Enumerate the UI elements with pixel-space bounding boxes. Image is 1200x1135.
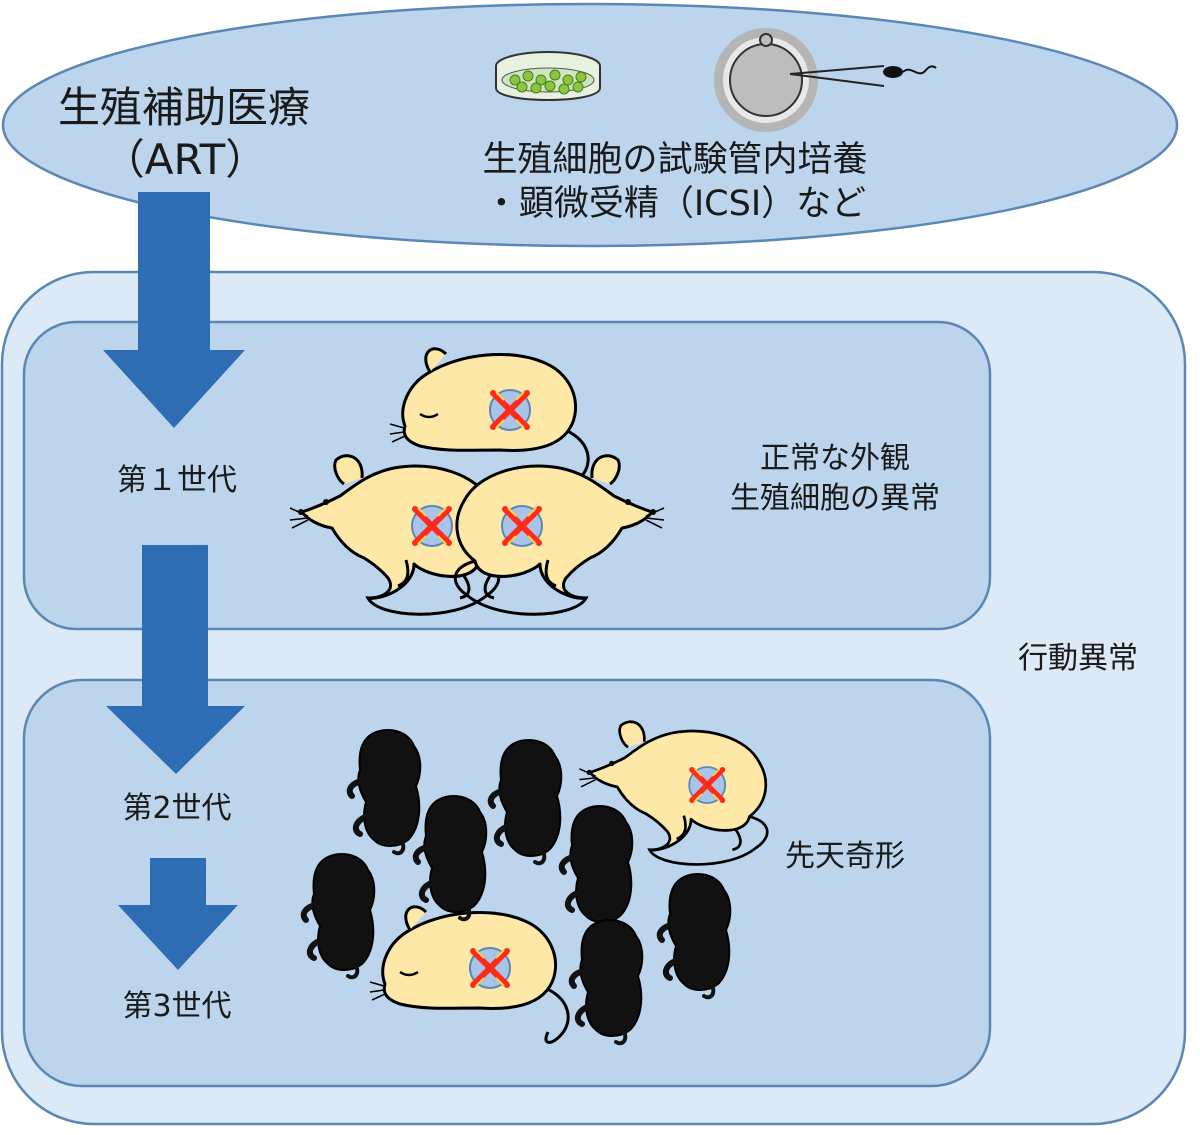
generation-1-effect-line2: 生殖細胞の異常 xyxy=(730,481,940,516)
newborn-pup-icon xyxy=(416,796,487,919)
generation-2-effect: 先天奇形 xyxy=(785,839,905,874)
petri-dish-icon xyxy=(495,51,601,101)
generation-1-label: 第１世代 xyxy=(117,463,237,498)
arrow-gen2-to-gen3 xyxy=(118,858,238,970)
newborn-pup-icon xyxy=(491,740,562,863)
newborn-pup-icon xyxy=(572,920,643,1043)
art-abbreviation: （ART） xyxy=(102,135,268,184)
newborn-pup-icon xyxy=(562,806,633,929)
art-methods-line2: ・顕微受精（ICSI）など xyxy=(483,184,867,224)
icsi-oocyte-icon xyxy=(714,28,885,132)
generation-3-label: 第3世代 xyxy=(122,989,232,1024)
generation-1-effect-line1: 正常な外観 xyxy=(760,441,910,476)
newborn-pup-icon xyxy=(350,730,421,853)
newborn-pup-icon xyxy=(304,854,375,977)
art-ellipse xyxy=(1,2,1179,248)
arrow-gen1-to-gen2 xyxy=(106,545,245,774)
newborn-pup-icon xyxy=(660,874,731,997)
art-title: 生殖補助医療 xyxy=(57,83,310,132)
sperm-icon xyxy=(883,65,937,78)
art-methods-line1: 生殖細胞の試験管内培養 xyxy=(482,140,868,180)
arrow-art-to-gen1 xyxy=(103,192,245,428)
generation-2-label: 第2世代 xyxy=(122,791,232,826)
outer-effect-label: 行動異常 xyxy=(1018,641,1138,676)
